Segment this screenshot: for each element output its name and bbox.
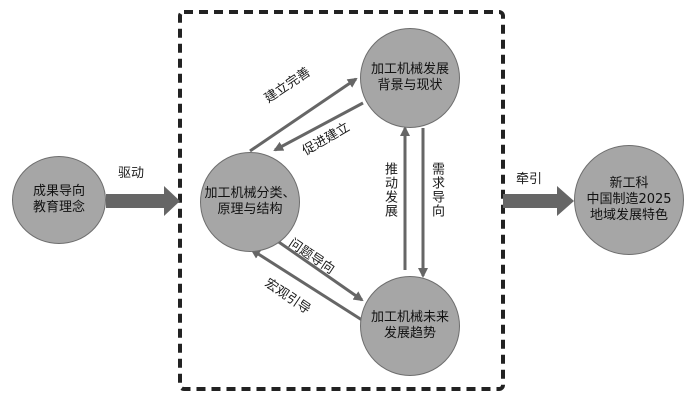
arrow-macro-guide bbox=[250, 248, 363, 322]
arrow-problem-guide bbox=[272, 236, 364, 302]
node-new-engineering-line1: 新工科 bbox=[609, 176, 649, 191]
label-lead: 牵引 bbox=[516, 172, 543, 187]
node-outcome-line2: 教育理念 bbox=[32, 200, 85, 215]
lead-arrow bbox=[503, 186, 574, 216]
node-outcome-education: 成果导向 教育理念 bbox=[12, 156, 106, 244]
node-outcome-line1: 成果导向 bbox=[32, 184, 85, 199]
node-future-line2: 发展趋势 bbox=[383, 326, 436, 341]
node-new-engineering-line2: 中国制造2025 bbox=[586, 192, 672, 207]
node-background-line2: 背景与现状 bbox=[377, 78, 443, 93]
arrow-promote-build bbox=[273, 101, 364, 152]
arrow-build-perfect bbox=[249, 77, 358, 153]
node-machine-background: 加工机械发展 背景与现状 bbox=[360, 28, 460, 128]
node-new-engineering: 新工科 中国制造2025 地域发展特色 bbox=[574, 145, 684, 255]
node-background-line1: 加工机械发展 bbox=[370, 62, 449, 77]
drive-arrow bbox=[106, 186, 180, 216]
label-demand-guide: 需求导向 bbox=[429, 162, 444, 218]
label-drive: 驱动 bbox=[118, 166, 145, 181]
node-future-line1: 加工机械未来 bbox=[370, 310, 449, 325]
node-categories-line2: 原理与结构 bbox=[217, 202, 283, 217]
node-categories-line1: 加工机械分类、 bbox=[204, 186, 296, 201]
node-machine-categories: 加工机械分类、 原理与结构 bbox=[200, 152, 300, 252]
label-promote-develop: 推动发展 bbox=[382, 162, 397, 218]
node-machine-future: 加工机械未来 发展趋势 bbox=[360, 276, 460, 376]
dashed-frame bbox=[178, 10, 505, 391]
node-new-engineering-line3: 地域发展特色 bbox=[589, 208, 668, 223]
